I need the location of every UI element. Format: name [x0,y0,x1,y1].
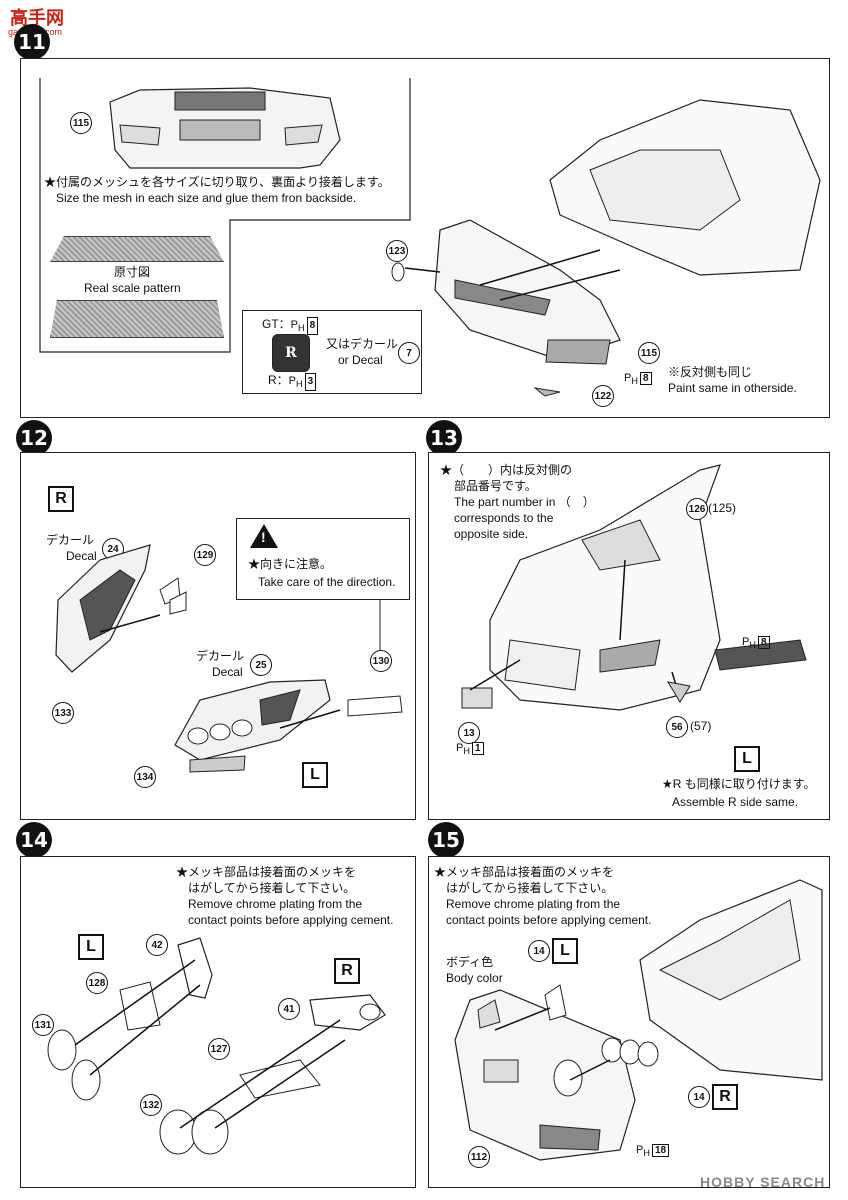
decal-alt-en: or Decal [338,353,383,367]
part-41-label: 41 [278,998,300,1020]
side-l-label-step13: L [734,746,760,772]
part-127-label: 127 [208,1038,230,1060]
step15-note-jp2: はがしてから接着して下さい。 [446,881,614,895]
scale-label-jp: 原寸図 [114,265,151,279]
part-134-label: 134 [134,766,156,788]
side-l-label-step15: L [552,938,578,964]
side-l-label-step14: L [78,934,104,960]
hobby-search-watermark: HOBBY SEARCH [700,1174,826,1190]
step15-note-jp1: ★メッキ部品は接着面のメッキを [434,865,615,879]
assemble-note-jp: ★R も同様に取り付けます。 [662,777,816,791]
part-115-label: 115 [70,112,92,134]
step15-note-en2: contact points before applying cement. [446,913,652,927]
step-12-badge: 12 [16,420,52,456]
step-13-badge: 13 [426,420,462,456]
step-11-badge: 11 [14,24,50,60]
step14-note-en2: contact points before applying cement. [188,913,394,927]
step13-note-jp2: 部品番号です。 [454,479,537,493]
opposite-note-jp: ※反対側も同じ [668,365,753,379]
part-133-label: 133 [52,702,74,724]
opposite-note-en: Paint same in otherside. [668,381,797,395]
warning-icon: ! [250,524,278,548]
warn-note-jp: ★向きに注意。 [248,557,333,571]
part-122-label: 122 [592,385,614,407]
decal-24-en: Decal [66,549,97,563]
decal-7-label: 7 [398,342,420,364]
step13-note-en2: corresponds to the [454,511,554,525]
step14-note-jp1: ★メッキ部品は接着面のメッキを [176,865,357,879]
part-126-label: 126 [686,498,708,520]
step-13-body-sketch [461,464,807,711]
part-132-label: 132 [140,1094,162,1116]
part-112-label: 112 [468,1146,490,1168]
part-130-label: 130 [370,650,392,672]
decal-alt-jp: 又はデカール [326,337,399,351]
part-128-label: 128 [86,972,108,994]
step-15-badge: 15 [428,822,464,858]
step15-note-en1: Remove chrome plating from the [446,897,621,911]
decal-25-en: Decal [212,665,243,679]
step13-note-en3: opposite side. [454,527,529,541]
mesh-pattern-upper [50,236,224,262]
mesh-note-jp: ★付属のメッシュを各サイズに切り取り、裏面より接着します。 [44,175,390,189]
gtr-emblem: R [272,334,310,372]
watermark-brand: 高手网 [10,8,64,28]
part-57-paren: (57) [690,719,712,733]
part-56-label: 56 [666,716,688,738]
step13-note-en1: The part number in （ ） [454,495,595,509]
part-125-paren: (125) [708,501,737,515]
step13-note-jp1: ★（ ）内は反対側の [440,463,573,477]
side-r-label-step14: R [334,958,360,984]
decal-25-jp: デカール [196,649,245,663]
scale-label-en: Real scale pattern [84,281,181,295]
part-42-label: 42 [146,934,168,956]
part-129-label: 129 [194,544,216,566]
side-r-label-step15: R [712,1084,738,1110]
step-12-headlight-l [174,600,403,773]
step14-note-jp2: はがしてから接着して下さい。 [188,881,356,895]
side-r-label-step12: R [48,486,74,512]
part-115-label-2: 115 [638,342,660,364]
sub-assembly-14-left: 14 [528,940,550,962]
warn-note-en: Take care of the direction. [258,575,396,589]
step-14-badge: 14 [16,822,52,858]
decal-24-jp: デカール [46,533,95,547]
step-12-headlight-r [55,544,187,673]
part-13-label: 13 [458,722,480,744]
body-color-en: Body color [446,971,503,985]
part-123-label: 123 [386,240,408,262]
assemble-note-en: Assemble R side same. [672,795,799,809]
side-l-label-step12: L [302,762,328,788]
part-131-label: 131 [32,1014,54,1036]
body-color-jp: ボディ色 [446,955,494,969]
front-bumper-part-115 [109,87,341,169]
watermark-logo: 高手网 [10,4,64,30]
decal-25-num: 25 [250,654,272,676]
sub-assembly-14-right: 14 [688,1086,710,1108]
step-11-body-assembly [391,99,821,397]
step14-note-en1: Remove chrome plating from the [188,897,363,911]
mesh-note-en: Size the mesh in each size and glue them… [56,191,357,205]
step-11-note-frame [39,78,411,353]
mesh-pattern-lower [50,300,224,338]
